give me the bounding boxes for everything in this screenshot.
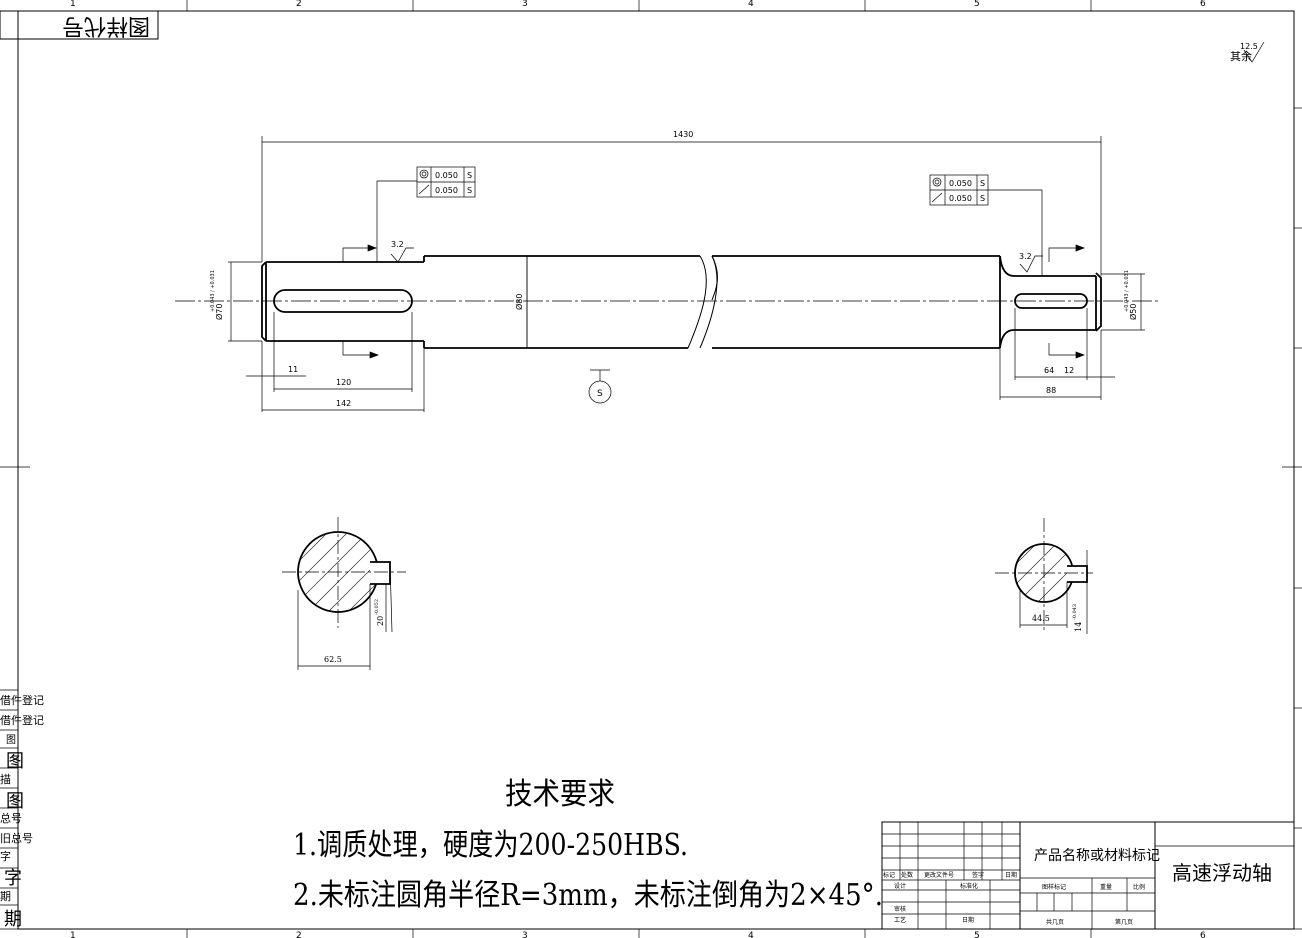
col-num: 4 <box>748 0 754 9</box>
svg-text:S: S <box>980 194 985 203</box>
col-num: 2 <box>296 931 302 938</box>
svg-text:0.050: 0.050 <box>435 186 458 195</box>
datum-symbol: S <box>588 369 612 404</box>
svg-text:设计: 设计 <box>894 882 906 890</box>
col-num: 1 <box>70 931 76 938</box>
dim-left-step-len: 142 <box>336 399 351 408</box>
section-view-right: 44.5 14 -0.043 <box>995 518 1093 634</box>
dim-section-left-width: 20 <box>376 616 385 626</box>
svg-text:审核: 审核 <box>894 905 906 913</box>
svg-text:借件登记: 借件登记 <box>0 693 44 707</box>
dim-left-dia: Ø70 <box>214 304 224 320</box>
roughness-marks: 3.2 3.2 <box>390 240 1043 273</box>
svg-text:更改文件号: 更改文件号 <box>924 871 954 879</box>
dimension-lines <box>228 136 1145 412</box>
col-num: 1 <box>70 0 76 9</box>
drawing-border <box>17 10 1295 930</box>
dim-right-tol: +0.043 / +0.031 <box>1124 270 1130 312</box>
roughness-note: 其余 12.5 <box>1230 41 1265 63</box>
svg-text:第几页: 第几页 <box>1115 918 1133 926</box>
svg-text:日期: 日期 <box>962 916 974 924</box>
dim-section-right-tol: -0.043 <box>1072 604 1078 620</box>
svg-text:共几页: 共几页 <box>1046 918 1064 926</box>
svg-text:处数: 处数 <box>901 871 913 879</box>
svg-text:其余: 其余 <box>1230 49 1252 63</box>
dim-right-step-len: 88 <box>1046 386 1056 395</box>
tolerance-frame-left: 0.050 S 0.050 S <box>376 166 476 262</box>
dim-keyway-left-len: 120 <box>336 378 351 387</box>
svg-text:期: 期 <box>4 909 22 930</box>
material-label: 产品名称或材料标记 <box>1034 848 1160 864</box>
svg-text:旧总号: 旧总号 <box>0 831 33 845</box>
svg-text:0.050: 0.050 <box>435 171 458 180</box>
section-view-left: 62.5 20 -0.052 <box>282 517 406 670</box>
svg-text:S: S <box>467 171 472 180</box>
col-num: 2 <box>296 0 302 9</box>
dim-keyway-right-offset: 12 <box>1064 366 1074 375</box>
svg-text:日期: 日期 <box>1005 871 1017 879</box>
dim-right-dia: Ø50 <box>1128 304 1138 320</box>
dim-keyway-right-len: 64 <box>1044 366 1054 375</box>
svg-text:12.5: 12.5 <box>1240 42 1258 51</box>
svg-text:图: 图 <box>6 791 24 812</box>
dim-overall-length: 1430 <box>673 130 693 139</box>
dim-section-right-width: 14 <box>1074 622 1083 632</box>
svg-text:S: S <box>980 179 985 188</box>
col-num: 6 <box>1200 0 1206 9</box>
svg-text:S: S <box>467 186 472 195</box>
col-num: 5 <box>974 931 980 938</box>
svg-text:期: 期 <box>0 890 11 903</box>
svg-text:描: 描 <box>0 772 11 786</box>
svg-text:字: 字 <box>0 849 11 863</box>
col-num: 5 <box>974 0 980 9</box>
notes-title: 技术要求 <box>505 777 615 812</box>
svg-text:标准化: 标准化 <box>960 882 978 890</box>
svg-text:图: 图 <box>6 751 24 772</box>
svg-text:签字: 签字 <box>972 871 984 879</box>
col-num: 4 <box>748 931 754 938</box>
section-markers <box>342 244 1085 359</box>
left-strip: 借件登记 借件登记 图 图 描 图 总号 旧总号 字 字 期 期 <box>0 689 44 930</box>
svg-text:图: 图 <box>6 734 16 746</box>
svg-text:标记: 标记 <box>883 871 895 879</box>
corner-label: 图样代号 <box>62 13 150 38</box>
technical-notes: 技术要求 1.调质处理，硬度为200-250HBS. 2.未标注圆角半径R=3m… <box>293 777 883 913</box>
svg-text:工艺: 工艺 <box>894 916 906 924</box>
dim-section-left-depth: 62.5 <box>324 655 342 664</box>
dim-section-left-tol: -0.052 <box>374 599 380 615</box>
svg-text:0.050: 0.050 <box>949 194 972 203</box>
shaft-main-view <box>175 255 1160 349</box>
dim-left-tol: +0.043 / +0.031 <box>210 270 216 312</box>
dim-keyway-offset: 11 <box>288 365 298 374</box>
dim-section-right-depth: 44.5 <box>1032 614 1050 623</box>
svg-text:0.050: 0.050 <box>949 179 972 188</box>
col-num: 3 <box>522 0 528 9</box>
svg-text:总号: 总号 <box>0 811 22 825</box>
notes-line1: 1.调质处理，硬度为200-250HBS. <box>293 828 688 863</box>
title-block: 标记 处数 更改文件号 签字 日期 设计 标准化 审核 工艺 日期 图样标记 重… <box>881 821 1295 930</box>
svg-text:比例: 比例 <box>1133 883 1145 891</box>
svg-text:借件登记: 借件登记 <box>0 713 44 727</box>
column-numbers: 1 2 3 4 5 6 1 2 3 4 5 6 <box>70 0 1206 938</box>
col-num: 6 <box>1200 931 1206 938</box>
svg-text:图样标记: 图样标记 <box>1042 883 1066 891</box>
dimension-texts: 1430 11 120 142 64 12 88 Ø70 +0.043 / +0… <box>210 130 1138 408</box>
dim-middle-dia: Ø80 <box>514 294 524 310</box>
svg-text:字: 字 <box>4 868 22 889</box>
svg-text:重量: 重量 <box>1100 883 1112 891</box>
col-num: 3 <box>522 931 528 938</box>
svg-text:3.2: 3.2 <box>391 240 404 249</box>
notes-line2: 2.未标注圆角半径R=3mm，未标注倒角为2×45°. <box>293 878 883 913</box>
tolerance-frame-right: 0.050 S 0.050 S <box>929 174 1043 276</box>
svg-text:3.2: 3.2 <box>1019 252 1032 261</box>
drawing-name: 高速浮动轴 <box>1172 861 1272 885</box>
svg-text:S: S <box>597 389 603 399</box>
